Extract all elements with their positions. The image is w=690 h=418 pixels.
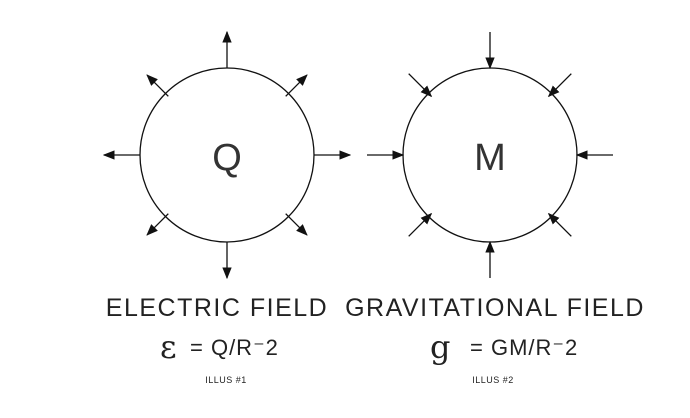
illus-1-label: ILLUS #1 [205,375,247,385]
gravitational-field-arrow [547,212,572,237]
illus-2-label: ILLUS #2 [472,375,514,385]
electric-field-formula: = Q/R⁻2 [190,335,279,360]
electric-field-arrow [146,213,169,236]
gravitational-field-title: GRAVITATIONAL FIELD [345,294,645,322]
charge-label: Q [212,137,242,179]
mass-label: M [474,137,506,179]
electric-field-arrow [285,74,308,97]
gravitational-field-formula: = GM/R⁻2 [470,335,578,360]
electric-field-figure: Q [102,30,352,280]
gravitational-field-symbol: g [430,328,450,366]
electric-field-arrow [285,213,308,236]
electric-field-arrows [102,30,352,280]
electric-field-arrow [146,74,169,97]
gravitational-field-arrow [547,73,572,98]
gravitational-field-arrow [408,73,433,98]
gravitational-field-arrows [367,32,613,278]
electric-field-symbol: ε [160,328,177,366]
gravitational-field-arrow [408,212,433,237]
electric-field-title: ELECTRIC FIELD [106,294,328,322]
gravitational-field-figure: M [367,32,613,278]
